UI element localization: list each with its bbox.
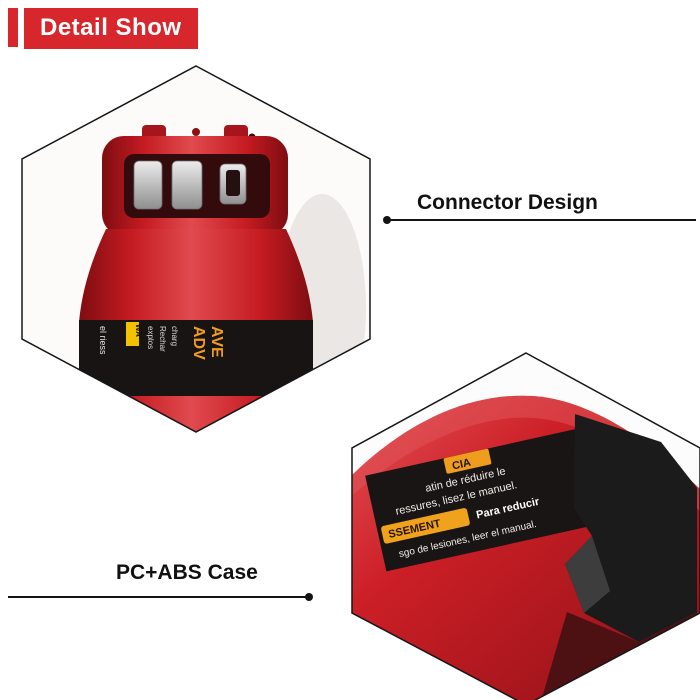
latch-highlight bbox=[565, 536, 610, 613]
label-badge-top-text: CIA bbox=[451, 457, 472, 473]
case-line-dot bbox=[305, 593, 313, 601]
label-badge-top bbox=[443, 448, 492, 474]
case-photo: CIA atin de réduire le ressures, lisez l… bbox=[352, 353, 700, 700]
shell-highlight bbox=[352, 395, 700, 512]
battery-terminals bbox=[133, 160, 247, 210]
terminal-3-slot bbox=[226, 170, 240, 196]
badge-accent-bar bbox=[8, 8, 18, 47]
connector-photo: el riess WA explos Rechar charg ADV AVE bbox=[22, 66, 370, 432]
hexagon-photo-connector: el riess WA explos Rechar charg ADV AVE bbox=[21, 65, 371, 433]
hexagon-frame bbox=[21, 65, 371, 433]
hexagon-frame-2 bbox=[351, 352, 700, 700]
warning-yellow-strip bbox=[126, 322, 139, 346]
connector-line-dot bbox=[383, 216, 391, 224]
terminal-1 bbox=[133, 160, 163, 210]
label-orange1: ADV bbox=[190, 326, 207, 360]
terminal-2 bbox=[171, 160, 203, 210]
label-edge-text: el riess bbox=[98, 326, 108, 355]
pc-abs-case-label: PC+ABS Case bbox=[116, 561, 258, 584]
label-badge-mid bbox=[381, 508, 470, 544]
warning-label-closeup: CIA atin de réduire le ressures, lisez l… bbox=[365, 424, 617, 572]
detail-show-title: Detail Show bbox=[40, 14, 182, 41]
warning-label-band: el riess WA explos Rechar charg ADV AVE bbox=[79, 320, 313, 396]
label-orange2: AVE bbox=[208, 326, 225, 358]
label-line1: explos bbox=[146, 326, 155, 349]
hexagon-photo-case: CIA atin de réduire le ressures, lisez l… bbox=[351, 352, 700, 700]
case-pointer-line bbox=[8, 593, 313, 601]
detail-show-badge: Detail Show bbox=[24, 8, 198, 49]
connector-pointer-line bbox=[383, 216, 696, 224]
connector-design-label: Connector Design bbox=[417, 191, 598, 214]
label-line3: charg bbox=[170, 326, 179, 346]
label-line2: Rechar bbox=[158, 326, 167, 352]
label-warn-text: WA bbox=[134, 324, 143, 337]
